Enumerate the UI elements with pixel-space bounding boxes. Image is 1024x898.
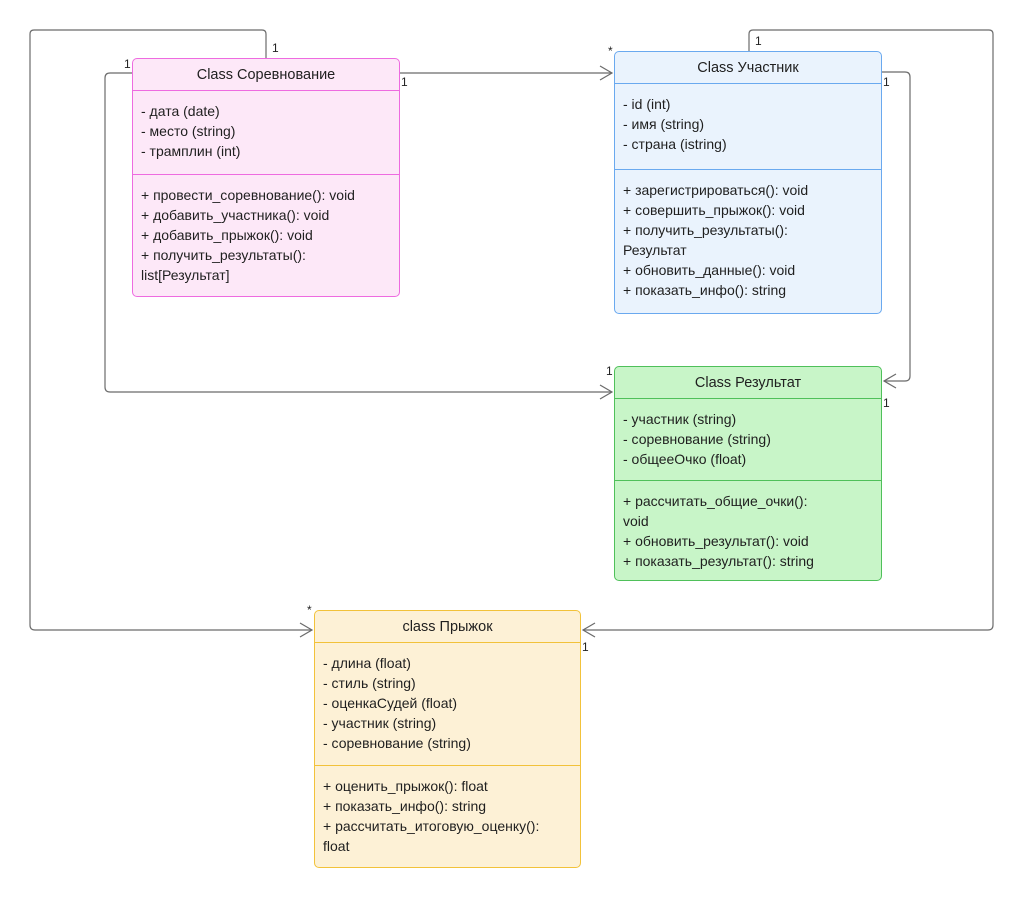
attribute: - соревнование (string) <box>623 431 771 447</box>
class-result-attributes: - участник (string) - соревнование (stri… <box>615 399 881 480</box>
multiplicity-jump-right: 1 <box>582 640 589 654</box>
connector-participant-jump <box>583 29 994 631</box>
multiplicity-result-right: 1 <box>883 396 890 410</box>
method: + совершить_прыжок(): void <box>623 202 805 218</box>
method: + получить_результаты(): <box>623 222 788 238</box>
attribute: - соревнование (string) <box>323 735 471 751</box>
multiplicity-participant-right: 1 <box>883 75 890 89</box>
class-result[interactable]: Class Результат - участник (string) - со… <box>614 366 882 581</box>
method: + рассчитать_итоговую_оценку(): <box>323 818 540 834</box>
attribute: - длина (float) <box>323 655 411 671</box>
method: + рассчитать_общие_очки(): <box>623 493 808 509</box>
class-competition[interactable]: Class Соревнование - дата (date) - место… <box>132 58 400 297</box>
attribute: - трамплин (int) <box>141 143 241 159</box>
method: + показать_результат(): string <box>623 553 814 569</box>
class-result-methods: + рассчитать_общие_очки(): void + обнови… <box>615 480 881 571</box>
method: + провести_соревнование(): void <box>141 187 355 203</box>
multiplicity-competition-left: 1 <box>124 57 131 71</box>
class-competition-methods: + провести_соревнование(): void + добави… <box>133 174 399 285</box>
class-participant-methods: + зарегистрироваться(): void + совершить… <box>615 169 881 300</box>
method: + обновить_данные(): void <box>623 262 796 278</box>
multiplicity-result-left: 1 <box>606 364 613 378</box>
connector-participant-result <box>882 71 911 382</box>
method: + обновить_результат(): void <box>623 533 809 549</box>
class-jump-attributes: - длина (float) - стиль (string) - оценк… <box>315 643 580 765</box>
arrowhead-result-left <box>599 384 614 400</box>
method: + оценить_прыжок(): float <box>323 778 488 794</box>
arrowhead-jump-left <box>299 622 314 638</box>
attribute: - дата (date) <box>141 103 220 119</box>
multiplicity-participant-top: 1 <box>755 34 762 48</box>
arrowhead-result-right <box>882 373 897 389</box>
class-jump-title: class Прыжок <box>315 611 580 643</box>
method: + добавить_участника(): void <box>141 207 330 223</box>
attribute: - участник (string) <box>323 715 437 731</box>
method: + зарегистрироваться(): void <box>623 182 809 198</box>
attribute: - общееОчко (float) <box>623 451 747 467</box>
method: list[Результат] <box>141 267 230 283</box>
class-result-title: Class Результат <box>615 367 881 399</box>
attribute: - имя (string) <box>623 116 705 132</box>
method: + получить_результаты(): <box>141 247 306 263</box>
multiplicity-jump-star: * <box>307 603 312 617</box>
class-participant[interactable]: Class Участник - id (int) - имя (string)… <box>614 51 882 314</box>
multiplicity-competition-top: 1 <box>272 41 279 55</box>
class-competition-attributes: - дата (date) - место (string) - трампли… <box>133 91 399 174</box>
attribute: - оценкаСудей (float) <box>323 695 458 711</box>
method: Результат <box>623 242 687 258</box>
class-jump[interactable]: class Прыжок - длина (float) - стиль (st… <box>314 610 581 868</box>
attribute: - место (string) <box>141 123 236 139</box>
method: void <box>623 513 649 529</box>
multiplicity-participant-star: * <box>608 44 613 58</box>
attribute: - страна (istring) <box>623 136 727 152</box>
attribute: - стиль (string) <box>323 675 416 691</box>
class-competition-title: Class Соревнование <box>133 59 399 91</box>
method: + добавить_прыжок(): void <box>141 227 313 243</box>
method: + показать_инфо(): string <box>623 282 787 298</box>
method: float <box>323 838 350 854</box>
class-participant-attributes: - id (int) - имя (string) - страна (istr… <box>615 84 881 169</box>
multiplicity-competition-right: 1 <box>401 75 408 89</box>
class-participant-title: Class Участник <box>615 52 881 84</box>
class-jump-methods: + оценить_прыжок(): float + показать_инф… <box>315 765 580 856</box>
attribute: - id (int) <box>623 96 671 112</box>
attribute: - участник (string) <box>623 411 737 427</box>
connector-competition-jump <box>29 29 312 631</box>
arrowhead-participant-left <box>599 65 614 81</box>
method: + показать_инфо(): string <box>323 798 487 814</box>
arrowhead-jump-right <box>581 622 596 638</box>
connector-competition-result <box>104 72 612 393</box>
